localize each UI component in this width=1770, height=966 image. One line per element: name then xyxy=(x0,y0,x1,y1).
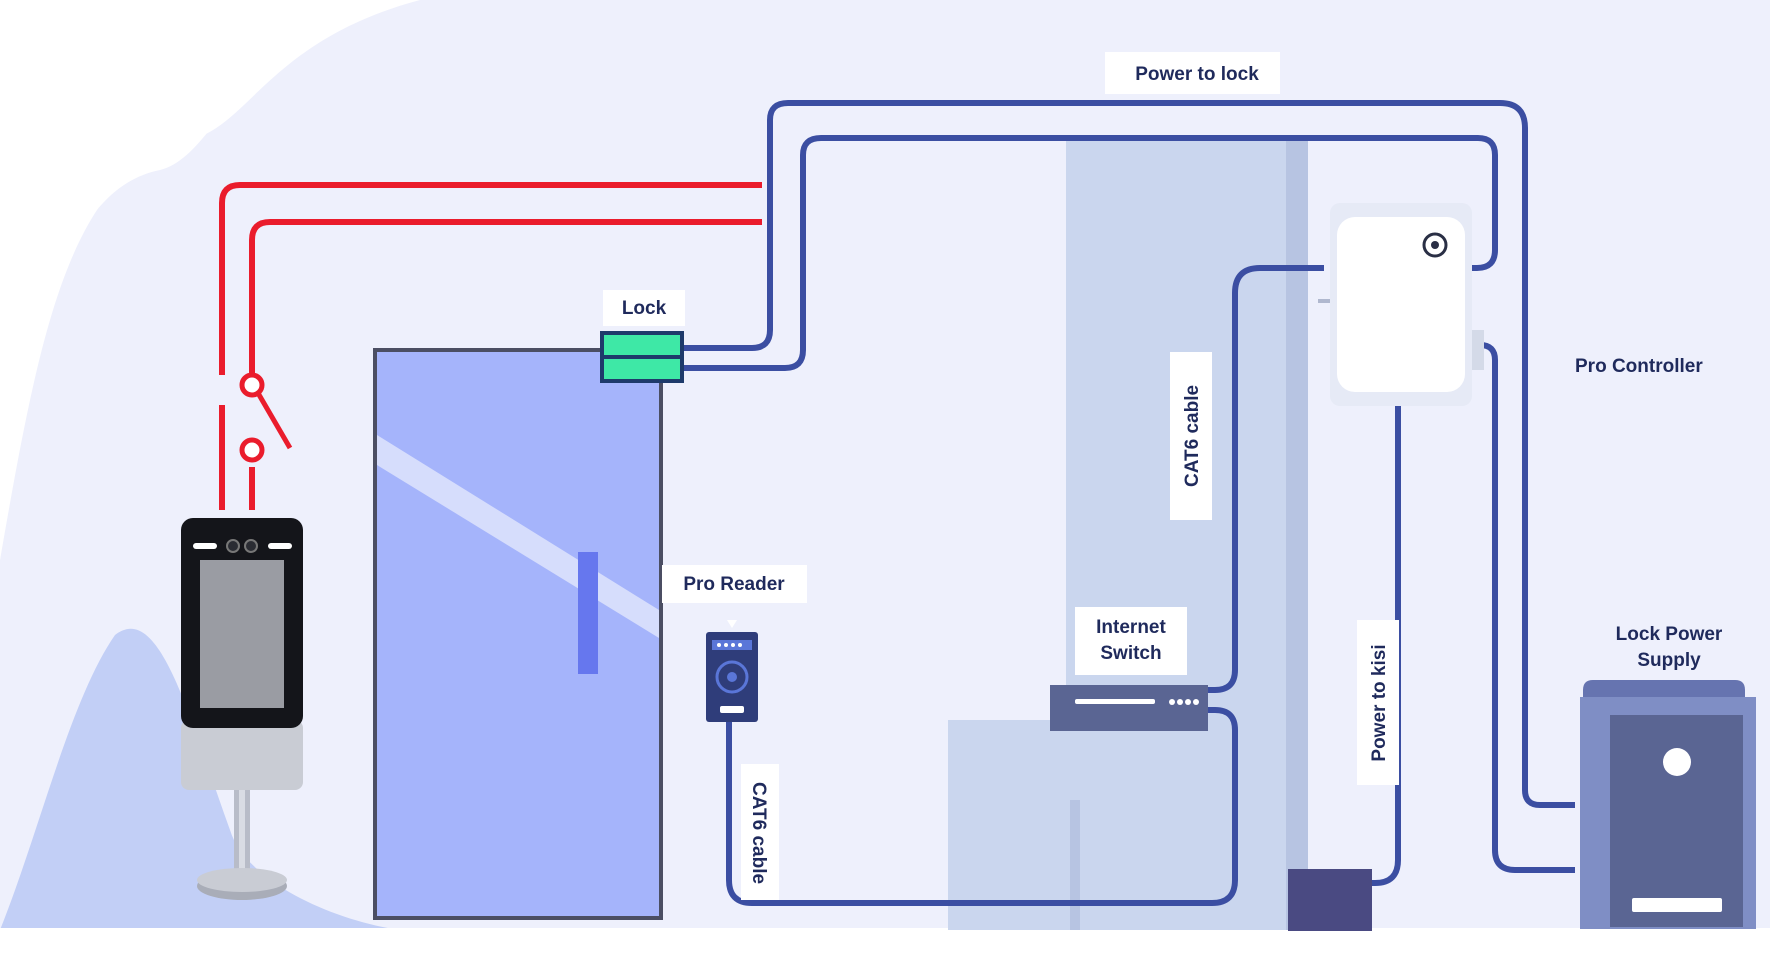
lock-to-controller-cable xyxy=(672,135,1498,371)
floor-strip xyxy=(0,928,1770,966)
svg-text:Lock Power: Lock Power xyxy=(1616,624,1723,645)
svg-text:Pro Reader: Pro Reader xyxy=(683,574,785,595)
cat6-cable-switch-controller xyxy=(1195,265,1324,693)
wall-panel xyxy=(1066,140,1286,930)
svg-text:Supply: Supply xyxy=(1637,650,1701,671)
switch-icon xyxy=(1050,685,1208,731)
switch-wall-panel xyxy=(948,720,1066,930)
controller-to-psu-cable xyxy=(1465,342,1575,873)
wall-shadow xyxy=(1070,800,1080,930)
label-internet-switch: Internet Switch xyxy=(1075,607,1187,675)
label-pro-controller: Pro Controller xyxy=(1575,356,1703,377)
label-power-to-kisi: Power to kisi xyxy=(1357,620,1399,785)
svg-text:Lock: Lock xyxy=(622,298,667,319)
power-to-kisi-cable xyxy=(1350,405,1401,886)
relay-switch-icon xyxy=(239,372,293,463)
reader-icon xyxy=(706,620,758,722)
face-terminal-icon xyxy=(181,518,303,900)
label-cat6-cable-reader: CAT6 cable xyxy=(741,764,779,900)
power-to-lock-cable xyxy=(672,100,1575,808)
svg-text:CAT6 cable: CAT6 cable xyxy=(1182,385,1203,487)
background-white-corner xyxy=(0,0,330,930)
svg-text:Internet: Internet xyxy=(1096,617,1166,638)
svg-text:Switch: Switch xyxy=(1100,643,1161,664)
label-pro-reader: Pro Reader xyxy=(662,565,807,603)
label-lock-power-supply: Lock Power Supply xyxy=(1616,624,1723,671)
wall-edge xyxy=(1286,140,1308,930)
door xyxy=(373,348,663,920)
pro-controller-device xyxy=(1318,203,1484,406)
label-lock: Lock xyxy=(603,290,685,326)
svg-text:Power to lock: Power to lock xyxy=(1135,64,1259,85)
red-wire-outer xyxy=(219,182,762,375)
svg-text:Pro Controller: Pro Controller xyxy=(1575,356,1703,377)
label-power-to-lock: Power to lock xyxy=(1105,52,1280,94)
floor-box xyxy=(1288,869,1372,931)
svg-text:Power to kisi: Power to kisi xyxy=(1369,644,1390,761)
lock xyxy=(600,331,684,383)
svg-text:CAT6 cable: CAT6 cable xyxy=(748,782,769,884)
red-wire-inner xyxy=(249,219,762,375)
label-cat6-cable-vertical: CAT6 cable xyxy=(1170,352,1212,520)
lock-power-supply xyxy=(1580,680,1756,929)
cat6-cable-reader-switch xyxy=(726,707,1238,906)
door-handle xyxy=(578,552,598,674)
kisi-logo-icon xyxy=(1422,232,1448,258)
